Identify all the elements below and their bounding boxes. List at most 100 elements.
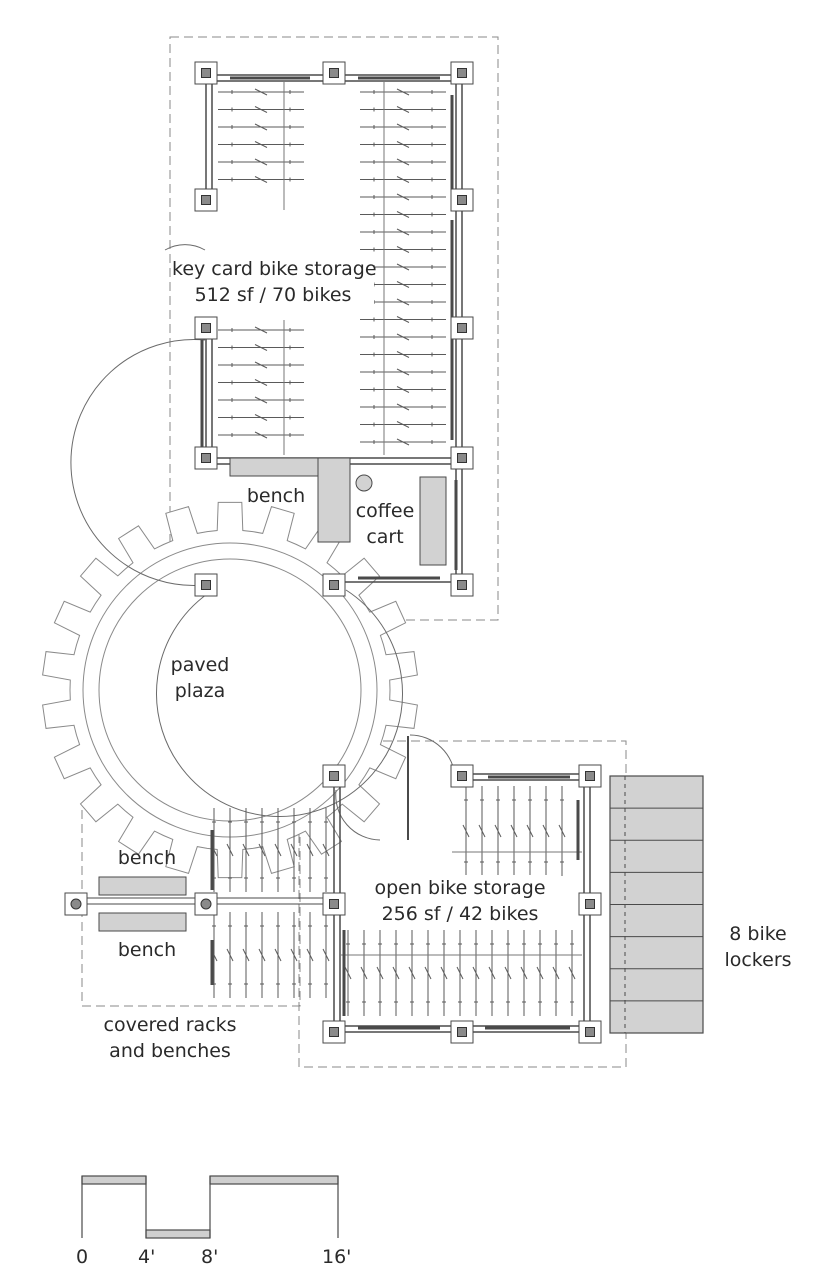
- bike-south-bottom-seat: [568, 966, 576, 980]
- bike-north-right-seat: [396, 298, 410, 306]
- bike-north-right-seat: [396, 228, 410, 236]
- bike-south-bottom-seat: [360, 966, 368, 980]
- bike-south-bottom-seat: [344, 966, 352, 980]
- column-south-1-core: [457, 771, 467, 781]
- scale-tick-4: 4': [138, 1246, 156, 1268]
- bike-south-bottom-seat: [424, 966, 432, 980]
- bike-covered-top-seat: [274, 843, 282, 857]
- coffee-cart-stool: [355, 474, 373, 492]
- bike-covered-bottom-seat: [258, 948, 266, 962]
- bike-north-left-b-seat: [254, 344, 268, 351]
- bike-north-left-a-seat: [254, 88, 268, 96]
- bike-south-bottom-seat: [488, 966, 496, 980]
- key-card-bike-racks: [200, 76, 454, 580]
- bike-north-right-seat: [396, 88, 410, 96]
- bike-south-bottom-seat: [440, 966, 448, 980]
- key-card-storage-label: key card bike storage 512 sf / 70 bikes: [172, 256, 377, 308]
- bike-covered-bottom-seat: [274, 948, 282, 962]
- column-south-3-core: [329, 899, 339, 909]
- covered-racks-line1: covered racks: [103, 1014, 237, 1036]
- column-south-6-core: [457, 1027, 467, 1037]
- bike-north-right-seat: [396, 158, 410, 166]
- key-card-storage-title: key card bike storage: [172, 258, 377, 280]
- bike-north-left-b-seat: [254, 361, 268, 369]
- bike-lockers: [609, 775, 704, 1034]
- bench-covered-lower-label: bench: [117, 939, 177, 961]
- bike-covered-top-seat: [226, 843, 234, 857]
- bike-north-right-seat: [396, 211, 410, 218]
- column-south-0-core: [329, 771, 339, 781]
- scale-tick-8: 8': [201, 1246, 219, 1268]
- columns-south: [64, 764, 602, 1044]
- covered-racks-label: covered racks and benches: [95, 1012, 245, 1064]
- column-north-2-core: [457, 68, 467, 78]
- bike-south-top-seat: [494, 824, 502, 838]
- bike-north-right-seat: [396, 333, 410, 341]
- bike-north-right-seat: [396, 176, 410, 183]
- columns-north: [194, 61, 474, 597]
- coffee-cart: [419, 476, 447, 566]
- bike-north-left-b-seat: [254, 396, 268, 404]
- bike-south-bottom-seat: [504, 966, 512, 980]
- lockers-line2: lockers: [724, 949, 792, 971]
- bike-south-bottom-seat: [408, 966, 416, 980]
- bike-north-right-seat: [396, 193, 410, 201]
- column-north-7-core: [201, 453, 211, 463]
- paved-plaza-line1: paved: [170, 654, 230, 676]
- bike-north-left-a-seat: [254, 123, 268, 131]
- coffee-cart-line2: cart: [366, 526, 404, 548]
- bike-north-left-b-seat: [254, 431, 268, 439]
- column-north-1-core: [329, 68, 339, 78]
- open-storage-detail: 256 sf / 42 bikes: [381, 903, 539, 925]
- bike-south-top-seat: [510, 824, 518, 838]
- open-storage-title: open bike storage: [374, 877, 546, 899]
- column-covered-a-core: [70, 898, 82, 910]
- bike-north-right-seat: [396, 281, 410, 288]
- bike-north-left-a-seat: [254, 158, 268, 166]
- bike-south-bottom-seat: [536, 966, 544, 980]
- bike-north-right-seat: [396, 263, 410, 271]
- roof-outline-north: [169, 36, 499, 621]
- column-south-5-core: [329, 1027, 339, 1037]
- covered-racks-line2: and benches: [109, 1040, 231, 1062]
- bike-covered-top-seat: [306, 843, 314, 857]
- column-north-0-core: [201, 68, 211, 78]
- bench-covered-lower: [98, 912, 187, 932]
- bike-south-top-seat: [526, 824, 534, 838]
- bike-south-bottom-seat: [520, 966, 528, 980]
- bike-south-top-seat: [542, 824, 550, 838]
- bike-north-left-b-seat: [254, 414, 268, 421]
- open-bike-racks: [340, 775, 582, 1030]
- bike-north-right-seat: [396, 403, 410, 411]
- column-north-5-core: [201, 323, 211, 333]
- lockers-label: 8 bike lockers: [716, 921, 800, 973]
- open-storage-label: open bike storage 256 sf / 42 bikes: [362, 875, 558, 927]
- covered-racks: [210, 808, 330, 998]
- bike-covered-bottom-seat: [322, 948, 330, 962]
- bike-covered-top-seat: [290, 843, 298, 857]
- column-south-7-core: [585, 1027, 595, 1037]
- bike-north-left-a-seat: [254, 106, 268, 113]
- bench-north-label: bench: [246, 485, 306, 507]
- bench-covered-upper-label: bench: [117, 847, 177, 869]
- bench-north-side: [317, 457, 351, 543]
- bike-covered-top-seat: [258, 843, 266, 857]
- column-north-6-core: [457, 323, 467, 333]
- scale-tick-16: 16': [322, 1246, 352, 1268]
- bench-covered-upper: [98, 876, 187, 896]
- scale-tick-0: 0: [76, 1246, 89, 1268]
- coffee-cart-line1: coffee: [355, 500, 415, 522]
- column-south-2-core: [585, 771, 595, 781]
- paved-plaza-line2: plaza: [174, 680, 226, 702]
- column-north-4-core: [457, 195, 467, 205]
- bike-north-right-seat: [396, 421, 410, 428]
- bike-covered-bottom-seat: [242, 948, 250, 962]
- bike-south-top-seat: [478, 824, 486, 838]
- bike-south-top-seat: [558, 824, 566, 838]
- column-north-9-core: [201, 580, 211, 590]
- bike-covered-top-seat: [322, 843, 330, 857]
- bike-covered-top-seat: [242, 843, 250, 857]
- lockers-line1: 8 bike: [729, 923, 787, 945]
- bike-north-right-seat: [396, 351, 410, 358]
